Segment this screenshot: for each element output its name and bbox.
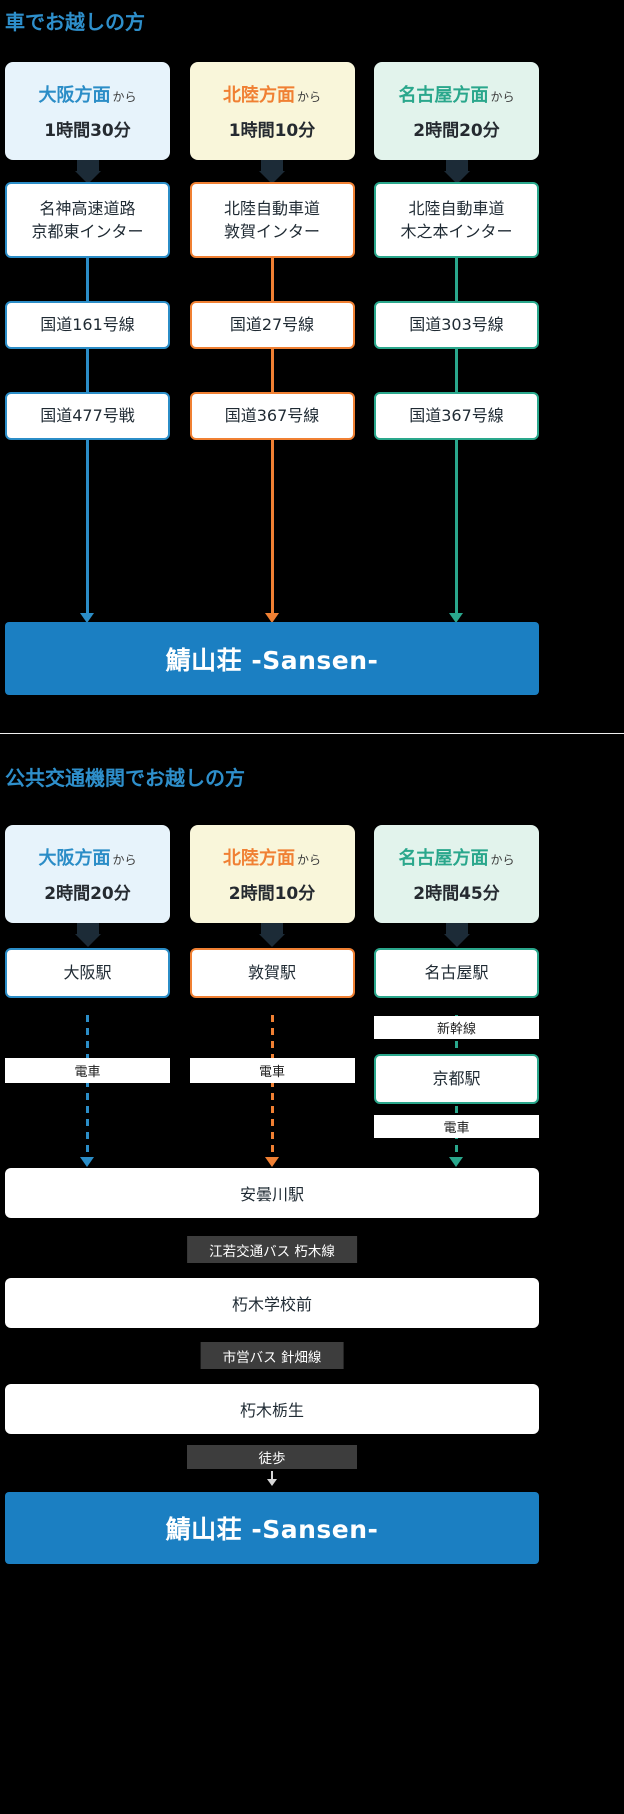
origin-name: 名古屋方面 [398, 848, 489, 869]
travel-time: 1時間30分 [44, 121, 131, 141]
origin-line: 大阪方面 から [38, 81, 136, 107]
route-step: 国道161号線 [5, 301, 170, 349]
transit-section-heading: 公共交通機関でお越しの方 [5, 766, 245, 790]
origin-line: 名古屋方面 から [398, 81, 514, 107]
origin-line: 北陸方面 から [223, 844, 321, 870]
travel-time: 2時間10分 [228, 884, 316, 904]
train-line-blue [80, 1015, 94, 1167]
bus-line-label: 江若交通バス 朽木線 [187, 1236, 357, 1263]
walk-label: 徒歩 [187, 1445, 357, 1469]
route-step: 国道367号線 [189, 392, 355, 440]
origin-box: 北陸方面 から 2時間10分 [189, 825, 355, 923]
station-box: 京都駅 [374, 1054, 539, 1104]
shared-station: 朽木学校前 [5, 1278, 539, 1328]
origin-suffix: から [490, 90, 515, 104]
travel-time: 2時間20分 [413, 121, 500, 141]
transit-route-column-osaka: 大阪方面 から 2時間20分 大阪駅 電車 [5, 825, 170, 1168]
origin-suffix: から [112, 853, 137, 867]
origin-name: 大阪方面 [38, 848, 111, 869]
origin-line: 名古屋方面 から [398, 844, 514, 870]
transit-route-column-hokuriku: 北陸方面 から 2時間10分 敦賀駅 電車 [189, 825, 355, 1168]
station-box: 大阪駅 [5, 948, 170, 998]
origin-box: 名古屋方面 から 2時間45分 [374, 825, 539, 923]
car-route-column-nagoya: 名古屋方面 から 2時間20分 北陸自動車道 木之本インター 国道303号線 国… [374, 62, 539, 623]
route-step: 北陸自動車道 敦賀インター [189, 182, 355, 258]
shared-station: 朽木栃生 [5, 1384, 539, 1434]
origin-name: 名古屋方面 [398, 85, 489, 106]
origin-name: 北陸方面 [222, 848, 295, 869]
origin-name: 北陸方面 [222, 85, 295, 106]
route-step: 国道27号線 [189, 301, 355, 349]
origin-suffix: から [490, 853, 515, 867]
transit-route-column-nagoya: 名古屋方面 から 2時間45分 名古屋駅 新幹線 京都駅 電車 [374, 825, 539, 1168]
car-route-column-osaka: 大阪方面 から 1時間30分 名神高速道路 京都東インター 国道161号線 国道… [5, 62, 170, 623]
car-route-column-hokuriku: 北陸方面 から 1時間10分 北陸自動車道 敦賀インター 国道27号線 国道36… [189, 62, 355, 623]
origin-suffix: から [296, 90, 321, 104]
section-divider [0, 733, 624, 734]
destination-banner: 鯖山荘 -Sansen- [5, 1492, 539, 1564]
car-section-heading: 車でお越しの方 [5, 10, 145, 34]
origin-suffix: から [296, 853, 321, 867]
origin-name: 大阪方面 [38, 85, 111, 106]
origin-box: 大阪方面 から 2時間20分 [5, 825, 170, 923]
origin-line: 北陸方面 から [223, 81, 321, 107]
origin-box: 大阪方面 から 1時間30分 [5, 62, 170, 160]
route-step: 北陸自動車道 木之本インター [374, 182, 539, 258]
station-box: 敦賀駅 [189, 948, 355, 998]
bus-line-label: 市営バス 針畑線 [200, 1342, 344, 1369]
origin-line: 大阪方面 から [38, 844, 136, 870]
origin-box: 北陸方面 から 1時間10分 [189, 62, 355, 160]
route-step: 国道303号線 [374, 301, 539, 349]
destination-banner: 鯖山荘 -Sansen- [5, 622, 539, 695]
route-step: 名神高速道路 京都東インター [5, 182, 170, 258]
train-line-orange [264, 1015, 279, 1167]
transport-mode-label: 新幹線 [374, 1016, 539, 1039]
car-columns: 大阪方面 から 1時間30分 名神高速道路 京都東インター 国道161号線 国道… [5, 62, 539, 623]
origin-box: 名古屋方面 から 2時間20分 [374, 62, 539, 160]
transit-columns: 大阪方面 から 2時間20分 大阪駅 電車 北陸方面 から 2時間10分 敦賀駅… [5, 825, 539, 1168]
route-step: 国道477号戦 [5, 392, 170, 440]
travel-time: 2時間45分 [413, 884, 500, 904]
down-pointer-icon [259, 160, 285, 184]
transport-mode-label: 電車 [5, 1058, 170, 1083]
down-pointer-icon [443, 160, 470, 184]
shared-station: 安曇川駅 [5, 1168, 539, 1218]
travel-time: 1時間10分 [228, 121, 316, 141]
route-step: 国道367号線 [374, 392, 539, 440]
origin-suffix: から [112, 90, 137, 104]
transport-mode-label: 電車 [189, 1058, 355, 1083]
station-box: 名古屋駅 [374, 948, 539, 998]
down-pointer-icon [443, 923, 470, 947]
down-pointer-icon [74, 160, 101, 184]
down-pointer-icon [259, 923, 285, 947]
transport-mode-label: 電車 [374, 1115, 539, 1138]
down-arrow-icon [267, 1471, 277, 1486]
travel-time: 2時間20分 [44, 884, 131, 904]
down-pointer-icon [74, 923, 101, 947]
